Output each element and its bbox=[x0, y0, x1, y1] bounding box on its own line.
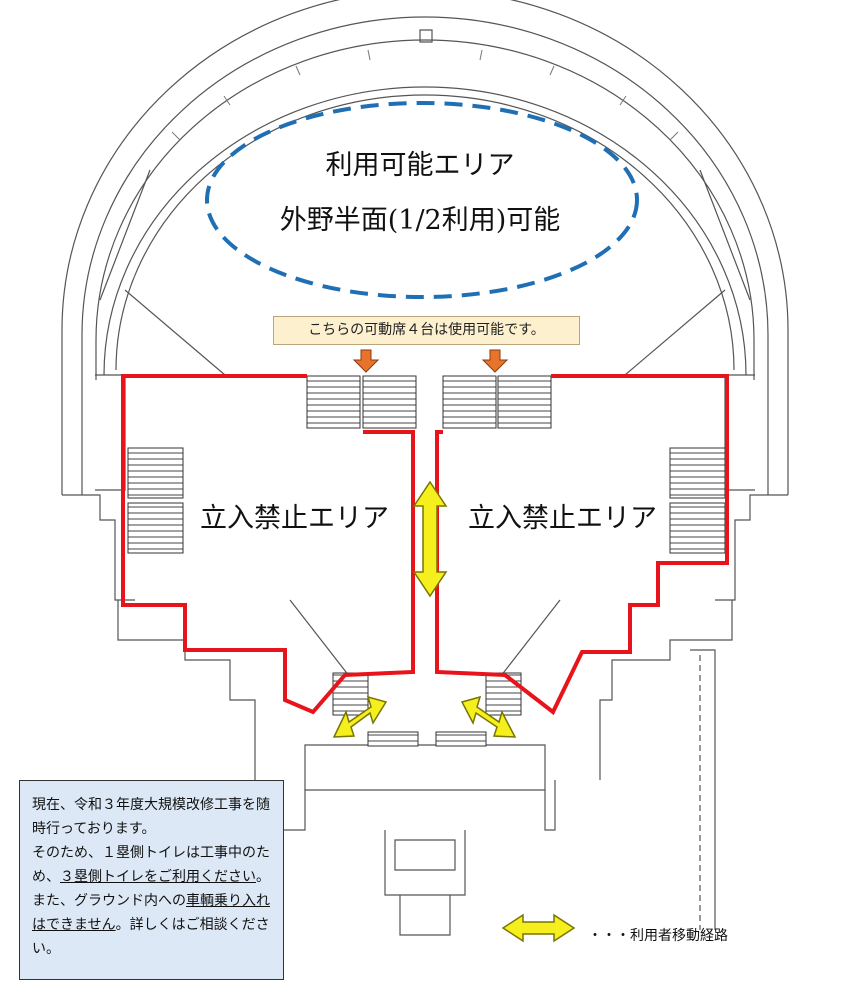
stadium-ticks bbox=[171, 49, 679, 141]
available-area-title: 利用可能エリア bbox=[325, 150, 515, 181]
notice-line1: 現在、令和３年度大規模改修工事を随時行っております。 bbox=[32, 797, 270, 837]
notice-underline-toilet: ３塁側トイレをご利用ください bbox=[60, 869, 256, 885]
notice-underline-vehicle: 車輌乗り入れはできません bbox=[32, 893, 270, 933]
restricted-area-right-label: 立入禁止エリア bbox=[468, 503, 657, 534]
route-arrow-left-diagonal bbox=[332, 695, 388, 738]
orange-arrow-left bbox=[352, 349, 380, 373]
available-area-outline bbox=[205, 101, 639, 299]
notice-line2-mid: 。また、グラウンド内への bbox=[32, 869, 270, 909]
stadium-structure-lines bbox=[61, 0, 789, 936]
available-area-subtitle: 外野半面(1/2利用)可能 bbox=[279, 205, 561, 236]
notice-line2-post: 。詳しくはご相談ください。 bbox=[32, 917, 270, 957]
route-arrow-vertical bbox=[412, 480, 448, 598]
route-arrow-right-diagonal bbox=[460, 695, 517, 738]
route-arrows bbox=[332, 480, 576, 943]
construction-notice: 現在、令和３年度大規模改修工事を随時行っております。そのため、１塁側トイレは工事… bbox=[19, 780, 284, 980]
restricted-area-right-outline bbox=[435, 374, 729, 716]
orange-arrow-right bbox=[481, 349, 509, 373]
restricted-area-left-outline bbox=[121, 374, 415, 715]
restricted-area-left-label: 立入禁止エリア bbox=[200, 503, 389, 534]
notice-line2-pre: そのため、１塁側トイレは工事中のため、 bbox=[32, 845, 270, 885]
legend-route-label: ・・・利用者移動経路 bbox=[588, 928, 728, 944]
orange-down-arrows bbox=[352, 349, 509, 373]
movable-seat-blocks bbox=[127, 375, 726, 747]
movable-seats-callout: こちらの可動席４台は使用可能です。 bbox=[273, 316, 580, 345]
legend-route-arrow bbox=[501, 913, 576, 943]
